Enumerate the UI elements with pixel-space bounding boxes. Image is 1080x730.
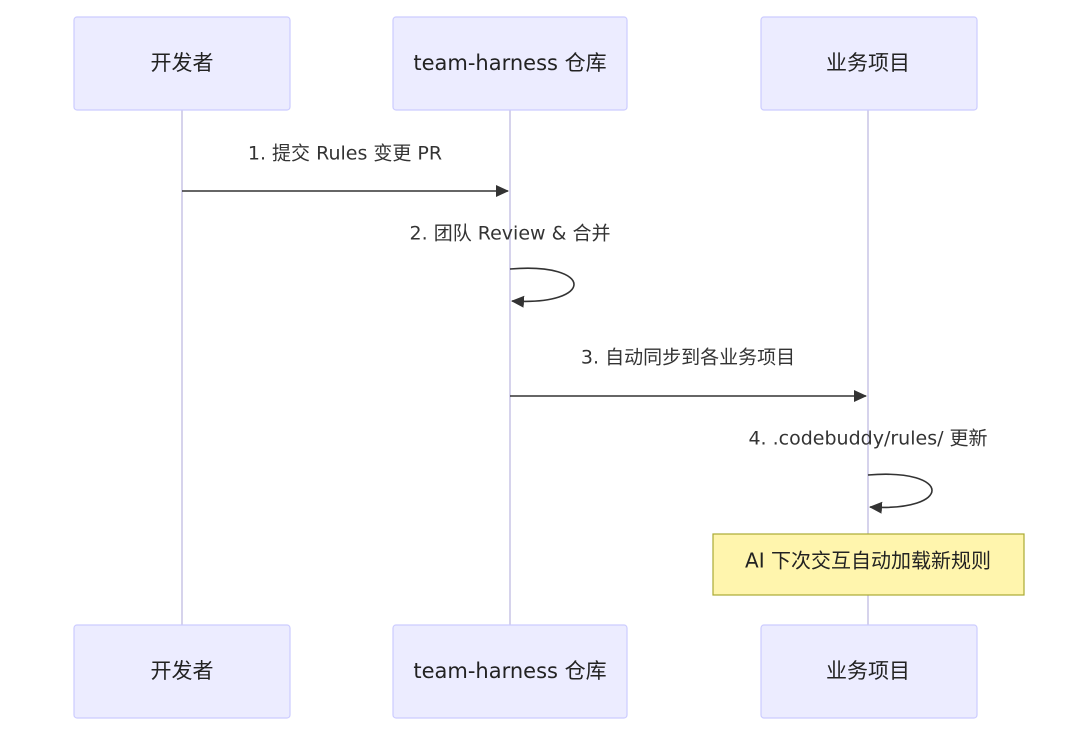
message-2-self-arrow: [509, 267, 575, 308]
message-1-label: 1. 提交 Rules 变更 PR: [248, 143, 442, 165]
actor-bottom-developer: 开发者: [73, 624, 291, 719]
message-4-self-arrow: [867, 473, 933, 514]
actor-top-team-harness-repo: team-harness 仓库: [392, 16, 628, 111]
actor-bottom-developer-label: 开发者: [151, 659, 214, 683]
actor-top-team-harness-repo-label: team-harness 仓库: [413, 51, 606, 75]
message-4-label: 4. .codebuddy/rules/ 更新: [748, 428, 987, 450]
actor-top-developer: 开发者: [73, 16, 291, 111]
actor-bottom-team-harness-repo: team-harness 仓库: [392, 624, 628, 719]
actor-top-business-project: 业务项目: [760, 16, 978, 111]
actor-bottom-team-harness-repo-label: team-harness 仓库: [413, 659, 606, 683]
actor-top-developer-label: 开发者: [151, 51, 214, 75]
note-box: AI 下次交互自动加载新规则: [712, 533, 1025, 596]
message-2-label: 2. 团队 Review & 合并: [410, 223, 611, 245]
actor-bottom-business-project: 业务项目: [760, 624, 978, 719]
message-3-label: 3. 自动同步到各业务项目: [581, 347, 795, 369]
actor-top-business-project-label: 业务项目: [826, 51, 910, 75]
actor-bottom-business-project-label: 业务项目: [826, 659, 910, 683]
note-text: AI 下次交互自动加载新规则: [745, 549, 991, 573]
